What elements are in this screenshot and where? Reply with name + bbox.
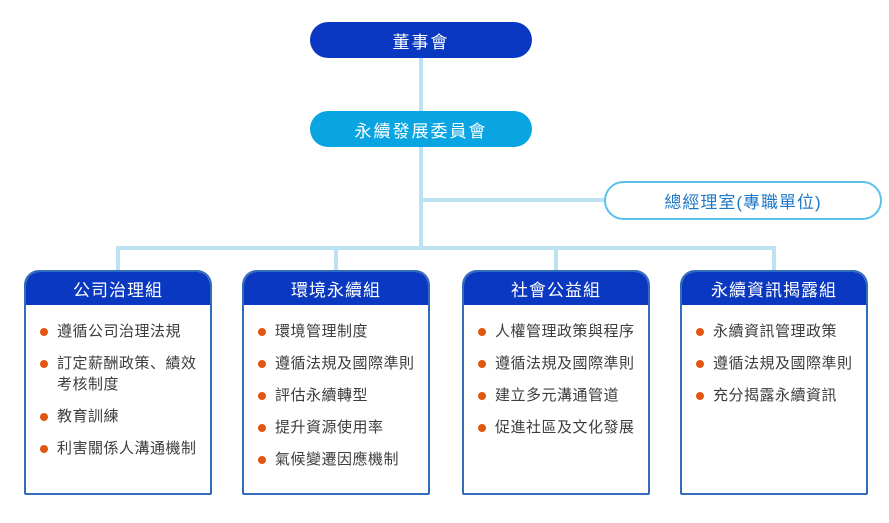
group-card-header: 永續資訊揭露組 bbox=[682, 272, 866, 305]
bullet-icon bbox=[696, 328, 704, 336]
group-items: 永續資訊管理政策 遵循法規及國際準則 充分揭露永續資訊 bbox=[682, 305, 866, 406]
connector-drop-group-2 bbox=[334, 248, 338, 272]
bullet-icon bbox=[696, 360, 704, 368]
list-item-text: 遵循法規及國際準則 bbox=[713, 355, 853, 372]
board-of-directors-node: 董事會 bbox=[310, 22, 532, 58]
list-item-text: 遵循法規及國際準則 bbox=[275, 355, 415, 372]
group-title: 永續資訊揭露組 bbox=[711, 280, 837, 300]
connector-committee-to-distributor bbox=[419, 147, 423, 250]
list-item: 建立多元溝通管道 bbox=[476, 385, 642, 406]
bullet-icon bbox=[40, 328, 48, 336]
list-item-text: 充分揭露永續資訊 bbox=[713, 387, 838, 404]
sustainability-committee-label: 永續發展委員會 bbox=[354, 121, 488, 141]
general-manager-office-label: 總經理室(專職單位) bbox=[664, 193, 822, 212]
group-card-social-welfare: 社會公益組 人權管理政策與程序 遵循法規及國際準則 建立多元溝通管道 bbox=[462, 270, 650, 495]
group-items: 人權管理政策與程序 遵循法規及國際準則 建立多元溝通管道 促進社區及文化發展 bbox=[464, 305, 648, 438]
group-title: 社會公益組 bbox=[511, 280, 601, 300]
list-item: 遵循法規及國際準則 bbox=[256, 353, 422, 374]
bullet-icon bbox=[696, 392, 704, 400]
bullet-icon bbox=[478, 328, 486, 336]
list-item-text: 人權管理政策與程序 bbox=[495, 323, 635, 340]
general-manager-office-node: 總經理室(專職單位) bbox=[604, 181, 882, 220]
list-item: 遵循法規及國際準則 bbox=[694, 353, 860, 374]
connector-branch-to-side-unit bbox=[423, 198, 605, 202]
connector-board-to-committee bbox=[419, 58, 423, 111]
bullet-icon bbox=[258, 328, 266, 336]
group-card-header: 公司治理組 bbox=[26, 272, 210, 305]
list-item-text: 遵循法規及國際準則 bbox=[495, 355, 635, 372]
bullet-icon bbox=[478, 424, 486, 432]
group-card-environmental-sustainability: 環境永續組 環境管理制度 遵循法規及國際準則 評估永續轉型 bbox=[242, 270, 430, 495]
group-card-header: 環境永續組 bbox=[244, 272, 428, 305]
list-item: 遵循公司治理法規 bbox=[38, 321, 204, 342]
list-item: 評估永續轉型 bbox=[256, 385, 422, 406]
list-item-text: 評估永續轉型 bbox=[275, 387, 369, 404]
group-items: 環境管理制度 遵循法規及國際準則 評估永續轉型 提升資源使用率 bbox=[244, 305, 428, 470]
group-items: 遵循公司治理法規 訂定薪酬政策、績效考核制度 教育訓練 利害關係人溝通機制 bbox=[26, 305, 210, 459]
list-item: 遵循法規及國際準則 bbox=[476, 353, 642, 374]
connector-drop-group-4 bbox=[772, 246, 776, 272]
list-item-text: 永續資訊管理政策 bbox=[713, 323, 838, 340]
connector-distributor bbox=[116, 246, 776, 250]
bullet-icon bbox=[40, 413, 48, 421]
bullet-icon bbox=[258, 424, 266, 432]
group-title: 公司治理組 bbox=[73, 280, 163, 300]
group-card-sustainability-disclosure: 永續資訊揭露組 永續資訊管理政策 遵循法規及國際準則 充分揭露永續資訊 bbox=[680, 270, 868, 495]
sustainability-committee-node: 永續發展委員會 bbox=[310, 111, 532, 147]
list-item-text: 促進社區及文化發展 bbox=[495, 419, 635, 436]
list-item-text: 遵循公司治理法規 bbox=[57, 323, 182, 340]
list-item-text: 環境管理制度 bbox=[275, 323, 369, 340]
bullet-icon bbox=[258, 392, 266, 400]
group-title: 環境永續組 bbox=[291, 280, 381, 300]
list-item: 環境管理制度 bbox=[256, 321, 422, 342]
list-item-text: 教育訓練 bbox=[57, 408, 120, 425]
list-item-text: 建立多元溝通管道 bbox=[495, 387, 620, 404]
bullet-icon bbox=[478, 392, 486, 400]
list-item: 提升資源使用率 bbox=[256, 417, 422, 438]
list-item: 人權管理政策與程序 bbox=[476, 321, 642, 342]
bullet-icon bbox=[478, 360, 486, 368]
bullet-icon bbox=[40, 360, 48, 368]
list-item-text: 提升資源使用率 bbox=[275, 419, 384, 436]
list-item: 訂定薪酬政策、績效考核制度 bbox=[38, 353, 204, 395]
bullet-icon bbox=[258, 456, 266, 464]
list-item-text: 氣候變遷因應機制 bbox=[275, 451, 400, 468]
list-item-text: 利害關係人溝通機制 bbox=[57, 440, 197, 457]
bullet-icon bbox=[258, 360, 266, 368]
list-item: 利害關係人溝通機制 bbox=[38, 438, 204, 459]
list-item: 充分揭露永續資訊 bbox=[694, 385, 860, 406]
board-of-directors-label: 董事會 bbox=[392, 32, 450, 52]
list-item: 氣候變遷因應機制 bbox=[256, 449, 422, 470]
list-item: 永續資訊管理政策 bbox=[694, 321, 860, 342]
bullet-icon bbox=[40, 445, 48, 453]
list-item-text: 訂定薪酬政策、績效考核制度 bbox=[57, 355, 197, 393]
list-item: 教育訓練 bbox=[38, 406, 204, 427]
group-card-header: 社會公益組 bbox=[464, 272, 648, 305]
connector-drop-group-1 bbox=[116, 246, 120, 272]
group-card-corporate-governance: 公司治理組 遵循公司治理法規 訂定薪酬政策、績效考核制度 教育訓練 bbox=[24, 270, 212, 495]
list-item: 促進社區及文化發展 bbox=[476, 417, 642, 438]
connector-drop-group-3 bbox=[554, 248, 558, 272]
